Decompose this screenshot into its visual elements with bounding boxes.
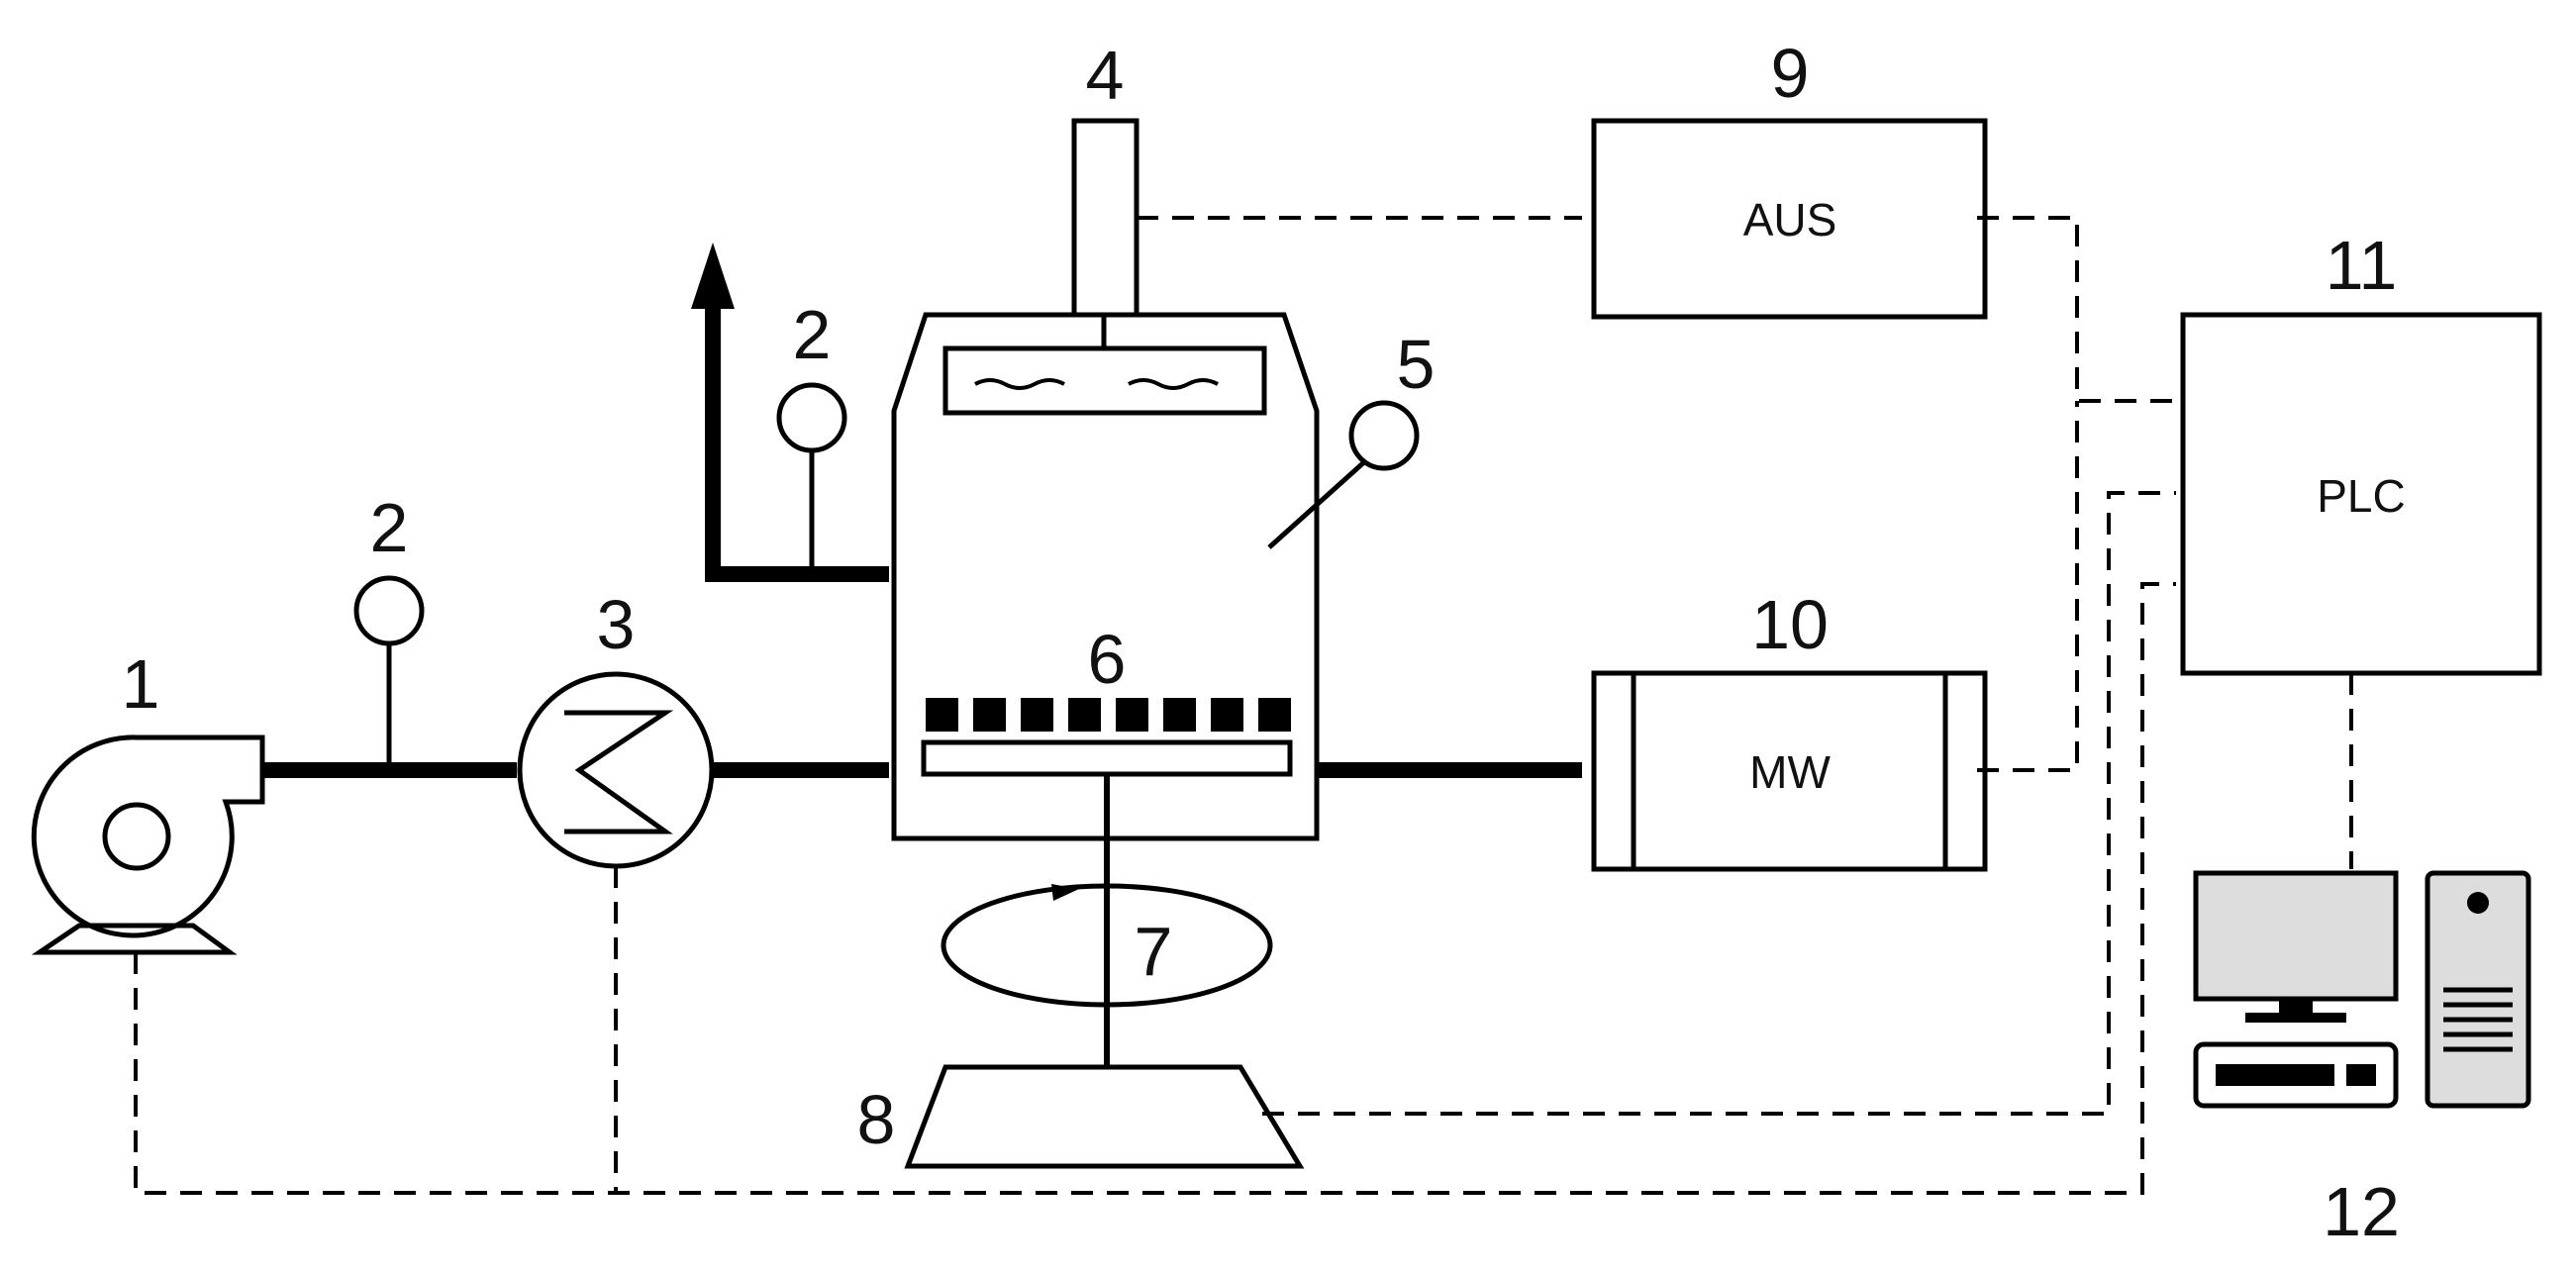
label-2-exhaust: 2 <box>793 296 832 373</box>
sample-tray <box>921 698 1293 777</box>
temperature-probe <box>1267 400 1420 549</box>
keyboard-icon <box>2193 1041 2399 1109</box>
pressure-gauge-exhaust <box>776 382 847 574</box>
label-2-inlet: 2 <box>370 489 409 566</box>
signal-line-aus-to-plc <box>1977 216 2176 403</box>
turntable-motor <box>904 1064 1305 1169</box>
label-9: 9 <box>1771 35 1810 112</box>
heater-coil-icon <box>564 710 674 834</box>
sample-cubes <box>926 698 1291 732</box>
label-4: 4 <box>1086 37 1125 114</box>
ultrasonic-transducer <box>1071 118 1139 318</box>
ultrasonic-wave-icon <box>974 378 1219 390</box>
computer <box>2193 870 2531 1109</box>
label-1: 1 <box>122 645 160 723</box>
mw-box: MW <box>1591 670 1988 872</box>
signal-line-blower-heater-to-plc <box>134 582 2176 1195</box>
heater-circle <box>517 671 715 869</box>
gauge-inlet-icon <box>353 575 425 646</box>
label-10: 10 <box>1751 586 1829 663</box>
signal-line-mw-to-plc <box>1977 401 2079 772</box>
label-5: 5 <box>1397 326 1436 403</box>
label-3: 3 <box>597 586 636 663</box>
plc-box: PLC <box>2180 312 2542 676</box>
aus-label: AUS <box>1743 194 1837 245</box>
label-6: 6 <box>1088 621 1127 698</box>
signal-line-turntable-to-plc <box>1262 491 2176 1116</box>
gauge-exhaust-icon <box>776 382 847 453</box>
tray-plate <box>921 739 1293 777</box>
probe-sensor-icon <box>1348 400 1420 471</box>
transducer-horn <box>1071 118 1139 318</box>
control-signal-lines <box>134 216 2353 1195</box>
rotation-shaft <box>941 774 1273 1067</box>
rotation-arrow-icon <box>1051 884 1079 901</box>
tower-icon <box>2425 870 2531 1109</box>
blower <box>31 735 265 955</box>
motor-base <box>904 1064 1305 1169</box>
plc-label: PLC <box>2317 470 2405 522</box>
label-12: 12 <box>2323 1173 2400 1250</box>
heater <box>517 671 715 869</box>
label-8: 8 <box>857 1081 896 1158</box>
exhaust-arrow-icon <box>691 243 735 309</box>
chamber-body <box>891 312 1320 841</box>
blower-base <box>31 923 238 955</box>
label-11: 11 <box>2326 227 2398 304</box>
aus-box: AUS <box>1591 118 1988 320</box>
pressure-gauge-inlet <box>353 575 425 770</box>
exhaust-pipe <box>705 297 889 582</box>
blower-impeller <box>102 802 171 871</box>
mw-label: MW <box>1749 746 1831 798</box>
rotation-ellipse <box>941 883 1273 1008</box>
blower-housing <box>31 735 265 938</box>
label-7: 7 <box>1135 913 1173 990</box>
monitor-icon <box>2193 870 2399 1023</box>
drying-chamber <box>891 312 1320 841</box>
